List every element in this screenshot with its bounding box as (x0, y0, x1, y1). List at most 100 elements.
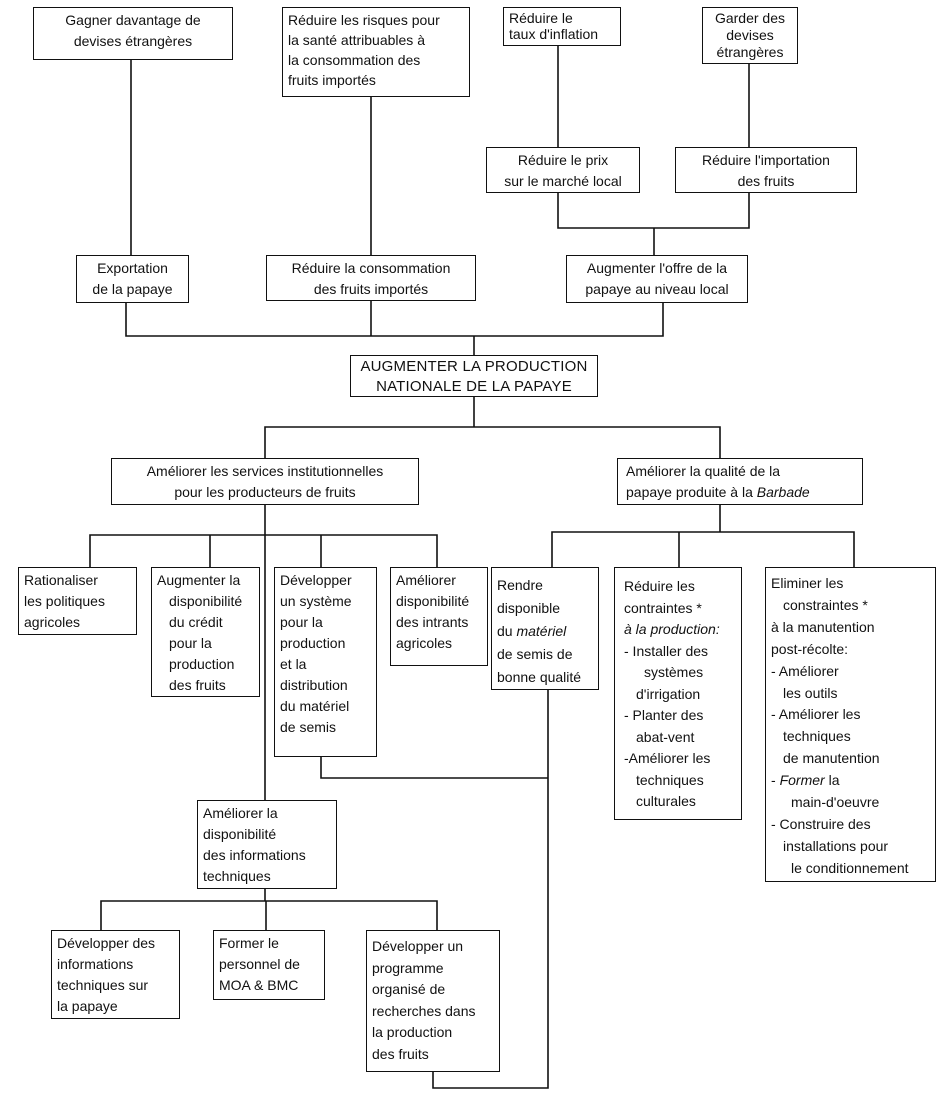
text-run: papaye produite à la (626, 484, 757, 500)
text-line: un système (280, 593, 352, 609)
informations-techniques-box: Améliorer la disponibilité des informati… (197, 800, 337, 889)
text-line: recherches dans (372, 1002, 476, 1019)
text-run-italic: Former (779, 772, 825, 789)
text-line: systèmes (644, 664, 704, 680)
text-line: contraintes * (624, 599, 702, 616)
eliminer-contraintes-box: Eliminer les constraintes * à la manuten… (765, 567, 936, 882)
text-line: des informations (203, 847, 306, 863)
intrants-box: Améliorer disponibilité des intrants agr… (390, 567, 488, 666)
text-line: la santé attribuables à (288, 32, 425, 48)
exportation-box: Exportation de la papaye (76, 255, 189, 303)
text-line: de semis de (497, 646, 573, 662)
systeme-semis-box: Développer un système pour la production… (274, 567, 377, 757)
text-run: - (771, 772, 780, 789)
text-line: papaye produite à la Barbade (626, 482, 857, 503)
reduire-contraintes-box: Réduire les contraintes * à la productio… (614, 567, 742, 820)
text-line: des fruits importés (313, 281, 429, 297)
text-line: installations pour (783, 837, 889, 854)
text-line: Réduire le (509, 10, 573, 26)
text-line: devises (726, 27, 774, 43)
text-line: Développer (280, 572, 352, 588)
text-line: techniques (783, 728, 851, 745)
text-line: AUGMENTER LA PRODUCTION (360, 358, 588, 375)
text-run-italic: Barbade (756, 484, 810, 500)
text-line: constraintes * (783, 596, 868, 613)
text-line: de la papaye (92, 281, 173, 297)
text-line: distribution (280, 677, 348, 693)
text-line: disponibilité (203, 826, 277, 842)
dev-informations-box: Développer des informations techniques s… (51, 930, 180, 1019)
goal-reduire-inflation: Réduire le taux d'inflation (503, 7, 621, 46)
text-line: Augmenter la (157, 572, 241, 588)
text-run: du (497, 623, 517, 639)
text-line: abat-vent (636, 728, 695, 745)
text-line: Garder des (714, 10, 786, 26)
reduire-consommation-box: Réduire la consommation des fruits impor… (266, 255, 476, 301)
text-line: sur le marché local (504, 173, 622, 189)
text-line: - Installer des (624, 642, 709, 659)
text-line: pour la (280, 614, 323, 630)
text-line: agricoles (24, 614, 81, 630)
text-line: de semis (280, 719, 337, 735)
text-line: pour la (169, 635, 212, 651)
rendre-disponible-box: Rendre disponible du matériel de semis d… (491, 567, 599, 690)
text-line: culturales (636, 793, 696, 809)
goal-gagner-devises: Gagner davantage de devises étrangères (33, 7, 233, 60)
text-line: de manutention (783, 750, 880, 767)
reduire-importation-box: Réduire l'importation des fruits (675, 147, 857, 193)
text-line: des intrants (396, 614, 469, 630)
text-line: le conditionnement (791, 859, 909, 876)
text-line: production (169, 656, 235, 672)
text-line: production (280, 635, 346, 651)
text-line: la papaye (57, 998, 118, 1014)
text-line: des fruits (737, 173, 795, 189)
text-line: Réduire la consommation (291, 260, 451, 276)
qualite-papaye-box: Améliorer la qualité de la papaye produi… (617, 458, 863, 505)
text-line: Exportation (97, 260, 168, 276)
text-line-italic: à la production: (624, 621, 720, 637)
credit-box: Augmenter la disponibilité du crédit pou… (151, 567, 260, 697)
text-line: - Améliorer (771, 662, 839, 679)
text-line: disponibilité (396, 593, 470, 609)
text-line: post-récolte: (771, 640, 849, 657)
text-line: Améliorer (396, 572, 456, 588)
former-personnel-box: Former le personnel de MOA & BMC (213, 930, 325, 1000)
text-line: Gagner davantage de (65, 12, 201, 28)
rationaliser-box: Rationaliser les politiques agricoles (18, 567, 137, 635)
text-line: organisé de (372, 981, 446, 998)
text-line: programme (372, 959, 444, 976)
text-line: d'irrigation (636, 685, 701, 702)
text-line: Réduire l'importation (702, 152, 830, 168)
text-line: Eliminer les (771, 575, 844, 591)
text-line: -Améliorer les (624, 750, 711, 766)
text-line: devises étrangères (73, 33, 193, 49)
text-line: pour les producteurs de fruits (174, 484, 356, 500)
text-line: les politiques (24, 593, 105, 609)
text-line: Rendre (497, 577, 543, 593)
text-line: du matériel (280, 698, 350, 714)
text-line: Développer des (57, 935, 156, 951)
central-goal-box: AUGMENTER LA PRODUCTION NATIONALE DE LA … (350, 355, 598, 397)
text-line: la production (372, 1024, 453, 1041)
text-line: étrangères (716, 44, 784, 60)
reduire-prix-box: Réduire le prix sur le marché local (486, 147, 640, 193)
text-line: techniques sur (57, 977, 149, 993)
text-line: Augmenter l'offre de la (586, 260, 728, 276)
text-line: les outils (783, 684, 838, 701)
text-run: la (824, 772, 840, 789)
text-line: disponible (497, 600, 561, 616)
text-line: Améliorer la (203, 805, 278, 821)
text-line: techniques (203, 868, 271, 884)
text-line: et la (280, 656, 307, 672)
text-line: Réduire le prix (517, 152, 609, 168)
text-line: des fruits (169, 677, 226, 693)
text-line: Rationaliser (24, 572, 98, 588)
text-line: MOA & BMC (219, 977, 299, 993)
text-line: Réduire les risques pour (288, 12, 440, 28)
text-line: fruits importés (288, 72, 376, 88)
text-line: à la manutention (771, 618, 875, 635)
text-line: bonne qualité (497, 669, 582, 685)
text-line: papaye au niveau local (585, 281, 729, 297)
text-line: la consommation des (288, 52, 421, 68)
